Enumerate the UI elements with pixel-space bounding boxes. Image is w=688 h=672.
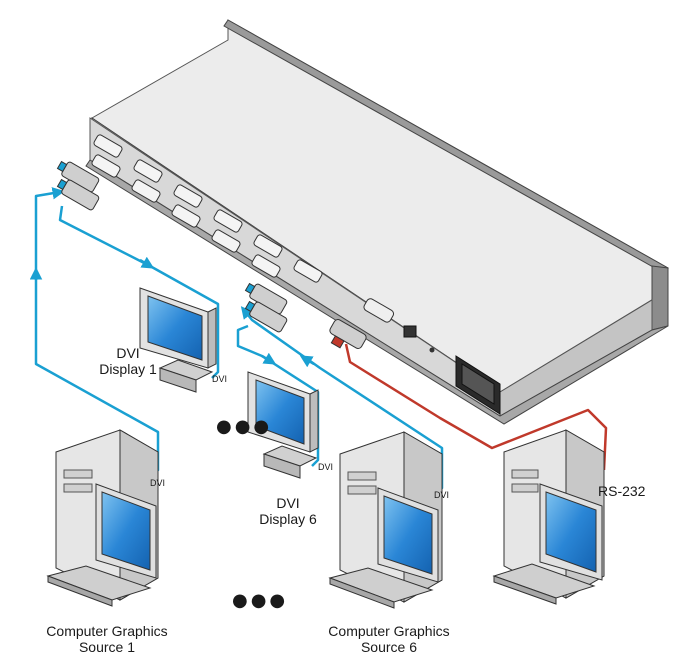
cable-arrow-source-6 xyxy=(299,355,315,368)
power-inlet xyxy=(455,355,501,415)
connector-display-1 xyxy=(56,178,100,211)
rs232-cable xyxy=(344,343,608,471)
cable-arrow-display-1 xyxy=(139,256,155,269)
source-6-label-line2: Source 6 xyxy=(361,639,417,655)
dvi-port-pair xyxy=(211,209,243,253)
computer-source-1 xyxy=(46,429,159,607)
cable-display-1 xyxy=(58,205,220,379)
connectors xyxy=(56,160,367,349)
matrix-switcher xyxy=(85,19,669,425)
dvi-port-pair xyxy=(293,259,323,283)
cable-label-dvi-source-1: DVI xyxy=(150,478,165,488)
source-6-label-line1: Computer Graphics xyxy=(328,623,449,639)
source-1-label-line2: Source 1 xyxy=(79,639,135,655)
cable-label-dvi-display-1: DVI xyxy=(212,374,227,384)
dvi-ports xyxy=(91,134,323,283)
cable-label-dvi-source-6: DVI xyxy=(434,490,449,500)
dvi-display-1-label-line2: Display 1 xyxy=(99,361,157,377)
dvi-display-6-label-line1: DVI xyxy=(276,495,299,511)
display-6 xyxy=(247,371,319,479)
indicator-led xyxy=(429,347,435,353)
ethernet-port xyxy=(403,325,417,338)
dvi-display-6-label-line2: Display 6 xyxy=(259,511,317,527)
rs232-port xyxy=(363,298,395,323)
dvi-port-pair xyxy=(131,159,163,203)
dvi-port-pair xyxy=(91,134,123,178)
rs232-label: RS-232 xyxy=(598,483,646,499)
display-1 xyxy=(139,287,217,393)
dvi-port-pair xyxy=(171,184,203,228)
dvi-display-1-label-line1: DVI xyxy=(116,345,139,361)
computer-source-6 xyxy=(328,431,443,609)
connector-display-6 xyxy=(244,300,288,333)
source-1-label-line1: Computer Graphics xyxy=(46,623,167,639)
computer-controller xyxy=(492,429,605,605)
ellipsis-sources: ●●● xyxy=(232,590,288,611)
cable-label-dvi-display-6: DVI xyxy=(318,462,333,472)
chassis-end xyxy=(651,265,669,331)
ellipsis-displays: ●●● xyxy=(216,416,272,437)
connector-source-6 xyxy=(244,282,288,315)
chassis-bottom xyxy=(85,159,669,425)
connector-rs232 xyxy=(329,319,367,349)
dvi-port-pair xyxy=(251,234,283,278)
cable-arrow-display-6 xyxy=(261,352,277,365)
